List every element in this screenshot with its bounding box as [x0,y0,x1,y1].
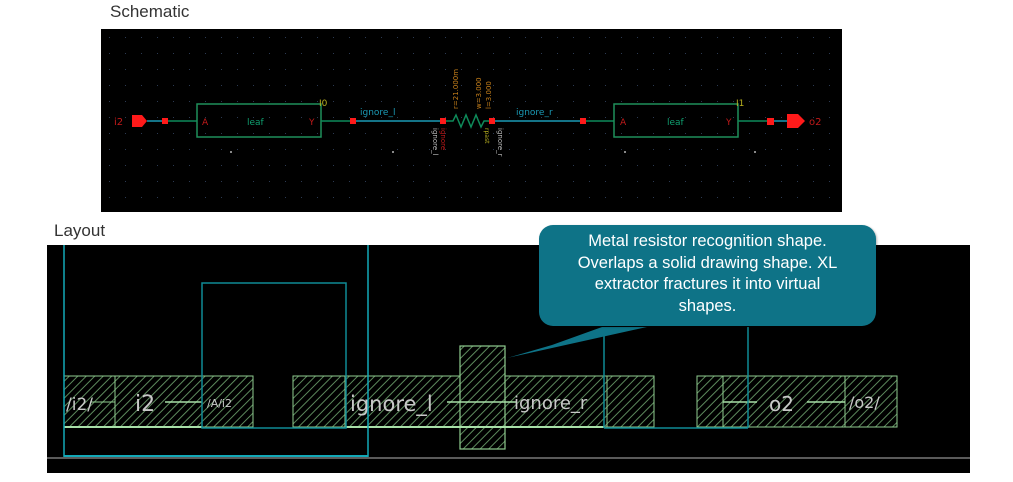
input-pin-label: i2 [114,117,123,128]
metal-shape[interactable] [201,375,254,428]
callout-line: Metal resistor recognition shape. [588,232,827,250]
instance-I1-in-pin: A [620,118,627,128]
label-ignore-l: ignore_l [350,392,433,417]
callout: Metal resistor recognition shape. Overla… [539,225,876,326]
metal-shape[interactable] [292,375,346,428]
resistor-icon[interactable] [446,113,490,129]
metal-shape[interactable] [344,375,462,428]
schematic-grid [101,29,842,212]
resistor-param-w: w=3.000 [475,77,483,109]
resistor-right-term-label: ignore_r [496,128,504,157]
label-ignore-r: ignore_r [514,393,588,414]
instance-I1-cell: leaf [667,118,685,128]
callout-line: shapes. [678,296,737,315]
resistor-left-term-label: ignore_l [431,128,439,156]
resistor-left-net-label: ignore [439,128,447,150]
output-pin-label: o2 [809,117,821,128]
resistor-right-small-label: rpast [483,128,490,144]
label-A-i2: /A/i2 [207,397,232,410]
label-o2: o2 [769,392,794,416]
instance-I0-cell: leaf [247,118,265,128]
metal-shape[interactable] [696,375,724,428]
callout-line: extractor fractures it into virtual [594,275,821,293]
label-i2-path: /i2/ [66,395,93,415]
resistor-param-l: l=3.000 [485,81,493,109]
instance-I0-in-pin: A [202,118,209,128]
instance-I0-out-pin: Y [308,118,315,128]
metal-shapes [63,345,898,450]
resistor-recognition-shape[interactable] [459,345,506,450]
schematic-canvas[interactable]: i2 A leaf Y I0 ignore_l r=21.000m w=3.00… [101,29,842,212]
callout-line: Overlaps a solid drawing shape. XL [577,253,838,272]
label-o2-path: /o2/ [849,393,880,412]
resistor-terminal-labels: ignore_l ignore rpast ignore_r [431,128,504,157]
connection-dot [162,118,168,124]
instance-I0-name: I0 [319,99,328,109]
cell-boundaries [63,245,749,457]
output-pin-icon[interactable] [787,114,805,128]
metal-shape[interactable] [844,375,898,428]
connection-dot [489,118,495,124]
callout-pointer [507,327,647,358]
schematic-section-label: Schematic [110,2,190,21]
layout-section-label: Layout [54,221,106,240]
callout-box [539,225,876,326]
connection-dot [350,118,356,124]
layout-labels: /i2/ i2 /A/i2 ignore_l ignore_r o2 /o2/ [66,392,880,417]
connection-dot [580,118,586,124]
callout-text: Metal resistor recognition shape. Overla… [539,231,876,317]
input-pin-icon[interactable] [132,115,147,127]
label-i2: i2 [135,392,155,417]
resistor-params: r=21.000m w=3.000 l=3.000 [452,69,493,109]
metal-shape[interactable] [606,375,655,428]
metal-shape[interactable] [504,375,608,428]
instance-I1-name: I1 [736,99,744,109]
connection-dot [440,118,446,124]
net-label-left: ignore_l [360,108,395,118]
connection-dot [767,118,774,125]
instance-I1-out-pin: Y [725,118,732,128]
net-label-right: ignore_r [516,108,553,118]
resistor-param-r: r=21.000m [452,69,460,109]
